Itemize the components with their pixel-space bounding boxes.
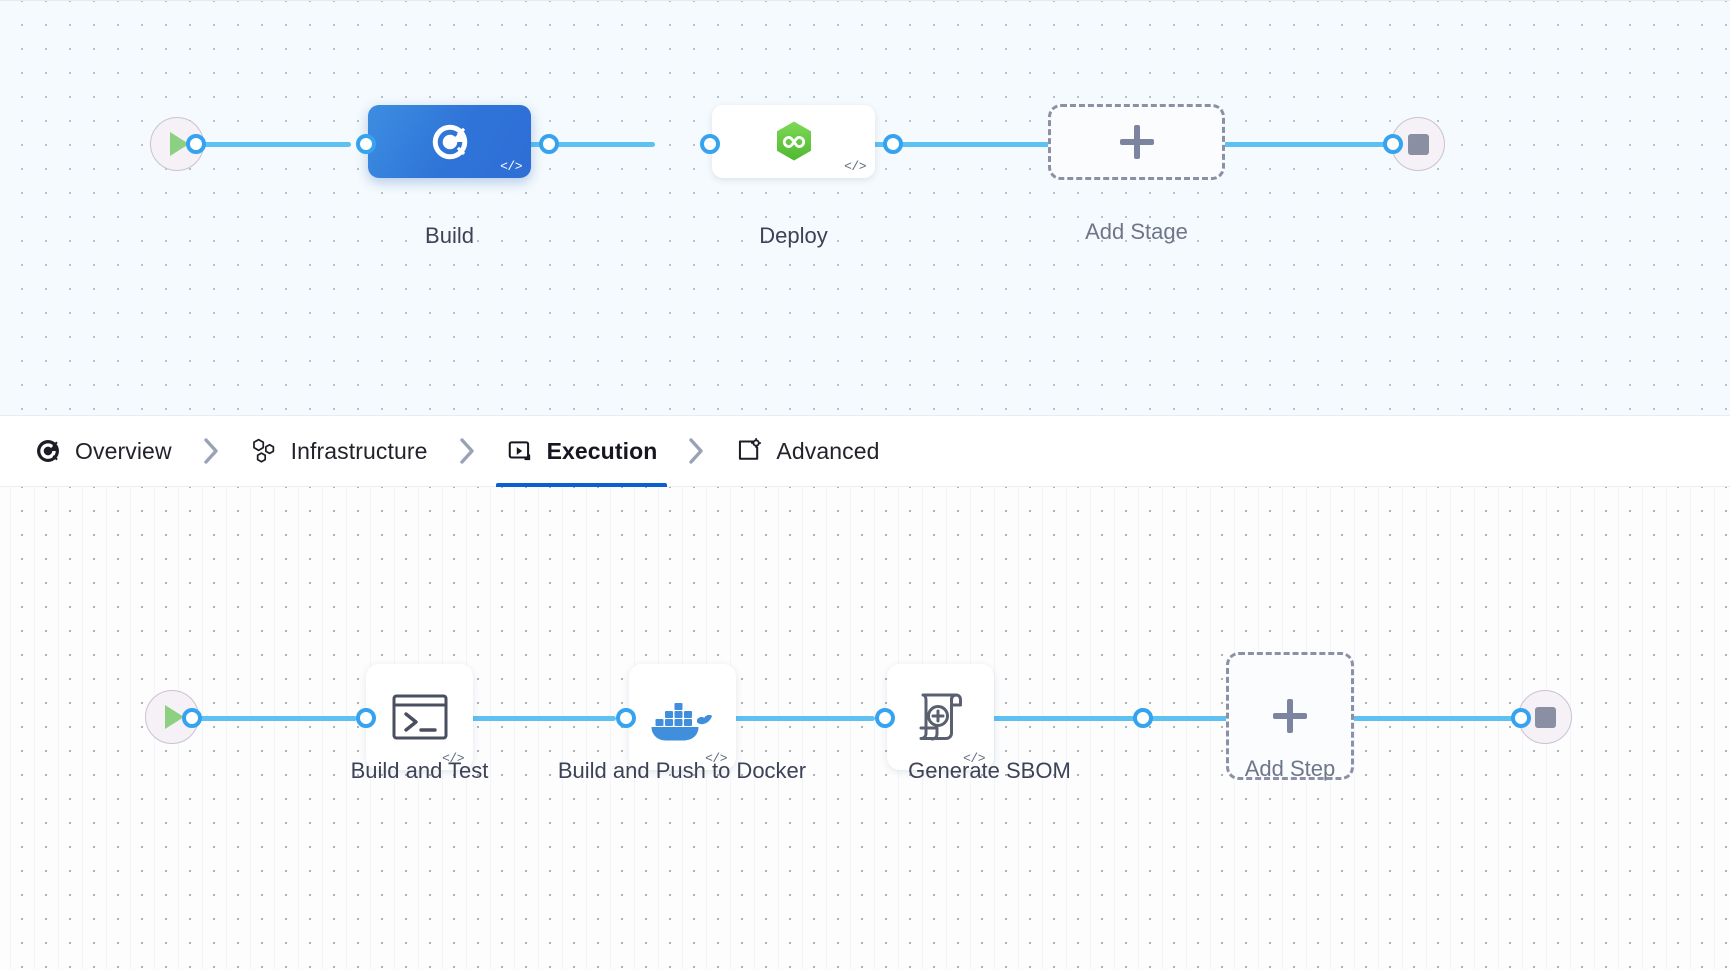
step-node-build-and-push-to-docker[interactable]: </> [629,664,736,770]
stop-icon [1407,133,1429,155]
port-deploy-out[interactable] [883,134,903,154]
stage-label-build: Build [425,223,474,248]
tab-execution[interactable]: Execution [495,415,668,487]
stage-label-deploy: Deploy [759,223,828,248]
port-buildtest-in[interactable] [356,708,376,728]
port-build-in[interactable] [356,134,376,154]
terminal-icon [392,694,447,740]
code-badge[interactable]: </> [442,751,464,766]
code-badge[interactable]: </> [844,159,866,174]
edge-start-to-build [186,142,351,147]
port-deploy-in[interactable] [700,134,720,154]
port-build-out[interactable] [539,134,559,154]
chevron-right-icon [432,436,502,466]
tab-advanced[interactable]: Advanced [731,415,883,487]
port-buildtest-out[interactable] [616,708,636,728]
play-icon [170,132,189,156]
stage-node-deploy[interactable]: </> [712,105,875,178]
advanced-icon [739,437,762,460]
docker-icon [651,703,712,741]
sbom-scroll-icon [919,693,962,741]
edge-addstage-to-end [1215,142,1395,147]
code-badge[interactable]: </> [500,159,522,174]
edge-docker-to-sbom [695,716,875,721]
chevron-right-icon [176,436,246,466]
step-node-build-and-test[interactable]: </> [366,664,473,770]
port-step-start-out[interactable] [182,708,202,728]
edge-deploy-to-addstage [800,142,1145,147]
cd-deploy-icon [776,121,811,160]
stage-end-node[interactable] [1391,117,1445,171]
overview-icon [37,440,59,462]
edge-addstep-to-end [1350,716,1520,721]
play-icon [165,705,184,729]
edge-start-to-buildtest [182,716,357,721]
stage-node-build[interactable]: </> [368,105,531,178]
tab-label: Infrastructure [290,437,428,464]
execution-icon [508,441,530,461]
tab-label: Advanced [776,437,880,464]
pipeline-stage-canvas[interactable]: </> Build </> Deploy Add [0,0,1730,415]
plus-icon [1273,699,1307,733]
stop-icon [1534,706,1556,728]
port-sbom-out[interactable] [1133,708,1153,728]
edge-buildtest-to-docker [436,716,616,721]
chevron-right-icon [661,436,731,466]
ci-build-icon [432,124,467,159]
tab-infrastructure[interactable]: Infrastructure [246,415,432,487]
port-step-end-in[interactable] [1511,708,1531,728]
port-docker-out[interactable] [875,708,895,728]
stage-config-tabs: Overview Infrastructure [0,415,1730,487]
code-badge[interactable]: </> [705,751,727,766]
code-badge[interactable]: </> [963,751,985,766]
add-stage-button[interactable] [1048,104,1225,180]
edge-sbom-to-addstep [955,716,1230,721]
step-node-generate-sbom[interactable]: </> [887,664,994,770]
execution-step-canvas[interactable]: </> Build and Test </> [0,487,1730,970]
tab-label: Overview [75,437,172,464]
add-stage-label: Add Stage [1085,219,1188,244]
tab-overview[interactable]: Overview [30,415,176,487]
edge-build-to-deploy [492,142,655,147]
port-stage-end-in[interactable] [1383,134,1403,154]
infrastructure-icon [252,438,274,463]
port-stage-start-out[interactable] [186,134,206,154]
tab-label: Execution [546,437,658,464]
plus-icon [1119,125,1154,159]
add-step-button[interactable] [1226,652,1354,780]
